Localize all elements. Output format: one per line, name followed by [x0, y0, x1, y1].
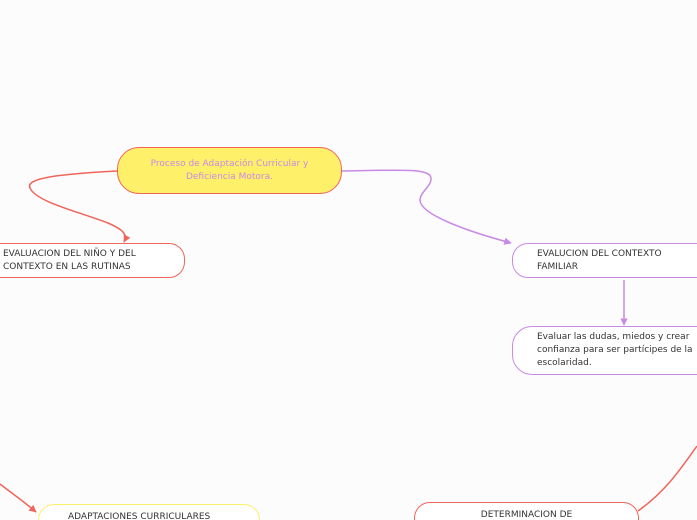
topic-evaluacion-contexto-familiar[interactable]: EVALUCION DEL CONTEXTO FAMILIAR	[512, 243, 697, 278]
connector-root-to-eval-contexto	[341, 169, 512, 245]
topic-adaptaciones-curriculares[interactable]: ADAPTACIONES CURRICULARES	[38, 504, 260, 520]
topic-adaptaciones-label: ADAPTACIONES CURRICULARES	[68, 512, 211, 520]
topic-line: EVALUACION DEL NIÑO Y DEL	[3, 248, 136, 259]
topic-line: FAMILIAR	[537, 261, 579, 272]
topic-line: Evaluar las dudas, miedos y crear	[537, 332, 690, 342]
subtopic-evaluar-dudas[interactable]: Evaluar las dudas, miedos y crear confia…	[512, 326, 697, 375]
root-topic-label: Proceso de Adaptación Curricular y Defic…	[150, 158, 309, 182]
topic-line: EVALUCION DEL CONTEXTO	[537, 248, 662, 259]
connector-offscreen-to-adaptaciones	[0, 483, 37, 513]
topic-line: escolaridad.	[537, 358, 592, 368]
connector-offscreen-to-determinacion	[637, 445, 697, 512]
topic-evaluacion-contexto-text: EVALUCION DEL CONTEXTO FAMILIAR	[537, 248, 662, 274]
subtopic-evaluar-dudas-text: Evaluar las dudas, miedos y crear confia…	[537, 331, 693, 370]
topic-determinacion[interactable]: DETERMINACION DE	[414, 502, 639, 520]
connector-root-to-eval-nino	[28, 170, 131, 243]
topic-line: CONTEXTO EN LAS RUTINAS	[3, 261, 131, 272]
topic-evaluacion-nino[interactable]: EVALUACION DEL NIÑO Y DEL CONTEXTO EN LA…	[0, 243, 185, 278]
topic-determinacion-label: DETERMINACION DE	[480, 510, 573, 520]
topic-line: confianza para ser partícipes de la	[537, 345, 693, 355]
root-topic[interactable]: Proceso de Adaptación Curricular y Defic…	[117, 147, 342, 194]
topic-evaluacion-nino-text: EVALUACION DEL NIÑO Y DEL CONTEXTO EN LA…	[3, 248, 136, 274]
